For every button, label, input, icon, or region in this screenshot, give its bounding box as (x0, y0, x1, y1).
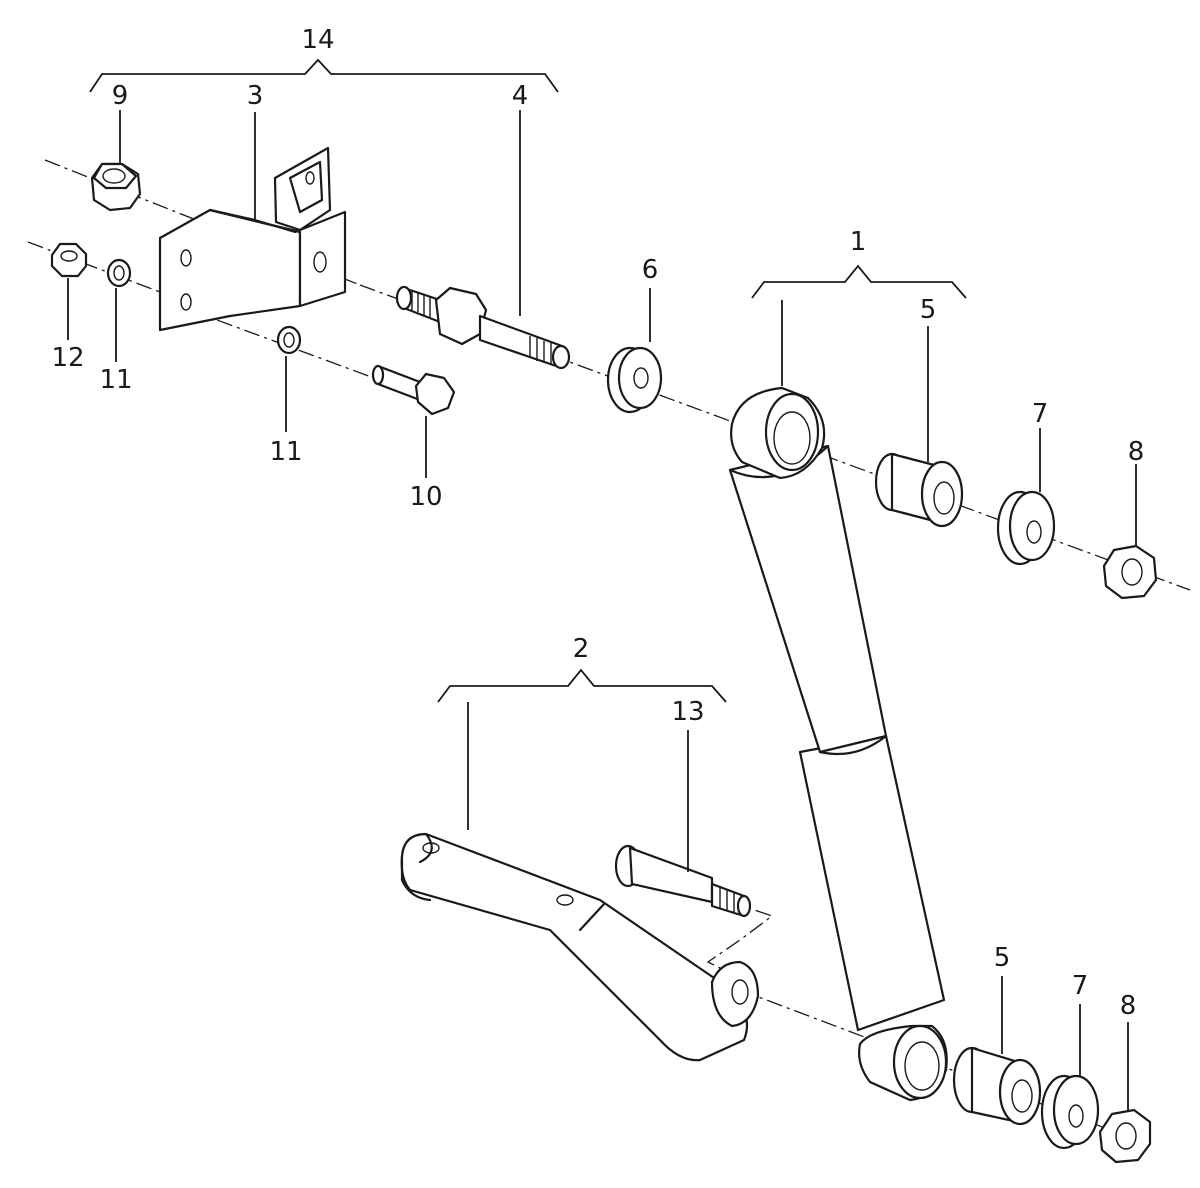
washer-6: 6 (606, 255, 663, 414)
bushing-5-top: 5 (874, 295, 964, 528)
bushing-5-bottom: 5 (952, 943, 1042, 1126)
callout-8-bottom: 8 (1120, 991, 1137, 1021)
callout-1: 1 (850, 227, 867, 257)
callout-13: 13 (671, 697, 704, 727)
washer-11-middle: 11 (269, 325, 303, 467)
callout-5-bottom: 5 (994, 943, 1011, 973)
stud-bolt-4: 4 (395, 81, 571, 370)
callout-11-left: 11 (99, 365, 132, 395)
shock-absorber-1 (728, 386, 948, 1102)
callout-5-top: 5 (920, 295, 937, 325)
callout-8-top: 8 (1128, 437, 1145, 467)
group-bracket-14: 14 (89, 25, 559, 93)
callout-14: 14 (301, 25, 334, 55)
callout-7-bottom: 7 (1072, 971, 1089, 1001)
washer-11-left: 11 (99, 258, 133, 395)
callout-12: 12 (51, 343, 84, 373)
washer-7-top: 7 (996, 399, 1056, 566)
callout-6: 6 (642, 255, 659, 285)
hex-nut-8-top: 8 (1102, 437, 1158, 600)
hex-nut-9: 9 (90, 81, 142, 212)
mounting-bracket-3: 3 (158, 81, 347, 332)
group-bracket-2: 2 (437, 634, 727, 830)
callout-4: 4 (512, 81, 529, 111)
group-bracket-1: 1 (751, 227, 967, 386)
lower-arm-2 (400, 832, 760, 1062)
callout-3: 3 (247, 81, 264, 111)
pin-13: 13 (614, 697, 752, 918)
hex-nut-12: 12 (50, 242, 88, 373)
callout-2: 2 (573, 634, 590, 664)
callout-9: 9 (112, 81, 129, 111)
hex-bolt-10: 10 (371, 364, 456, 512)
callout-11-middle: 11 (269, 437, 302, 467)
hex-nut-8-bottom: 8 (1098, 991, 1152, 1164)
callout-10: 10 (409, 482, 442, 512)
callout-7-top: 7 (1032, 399, 1049, 429)
washer-7-bottom: 7 (1040, 971, 1100, 1150)
